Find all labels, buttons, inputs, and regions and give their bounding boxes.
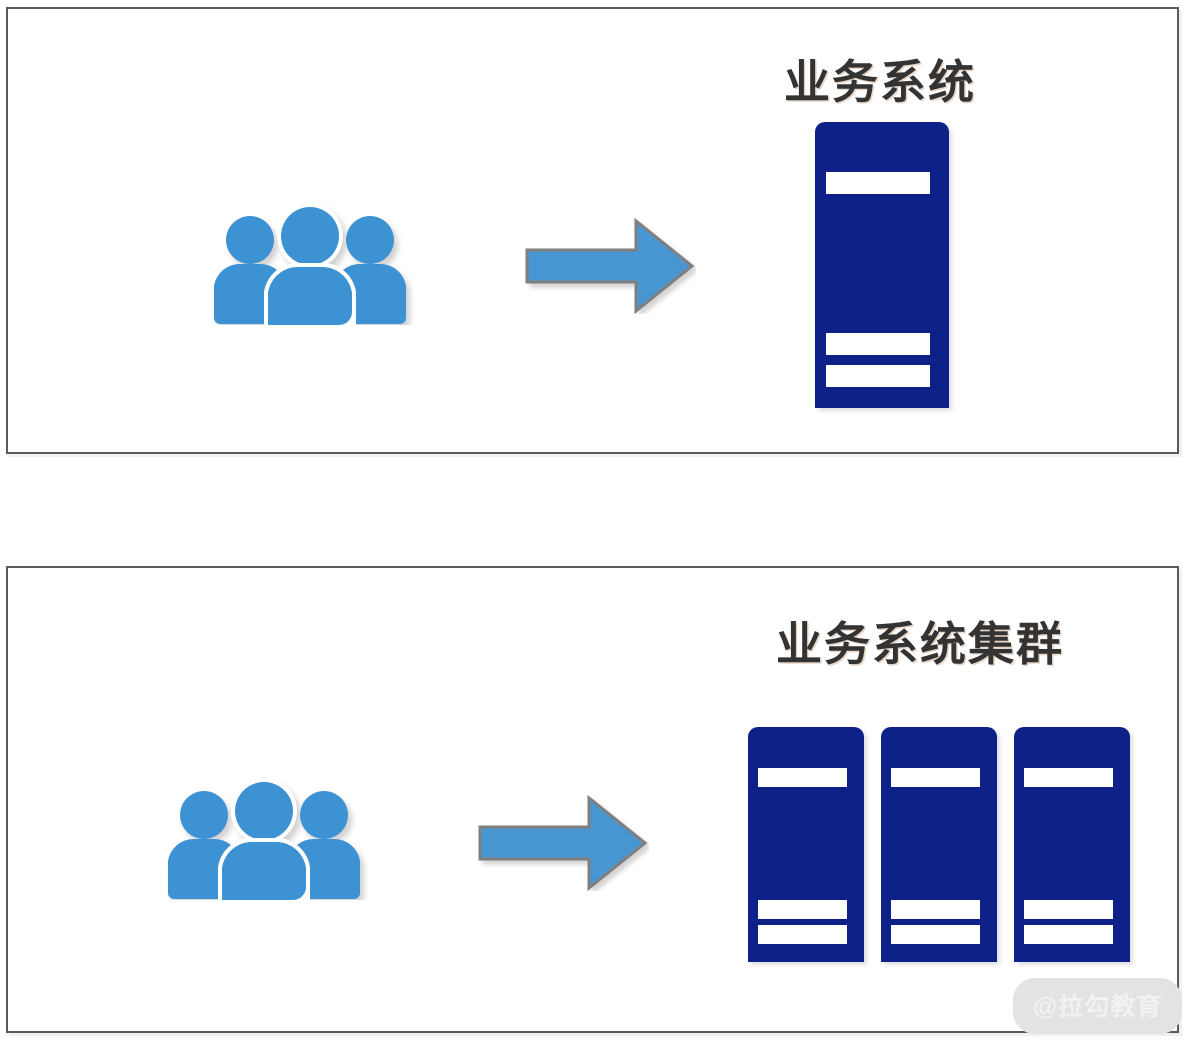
server-icon (1014, 727, 1130, 962)
server-bar-bottom (826, 364, 930, 387)
server-bar-top (1023, 768, 1114, 788)
server-bar-top (757, 768, 848, 788)
server-bar-middle (890, 899, 981, 919)
server-bar-middle (1023, 899, 1114, 919)
panel-single-server (6, 7, 1179, 454)
server-icon (881, 727, 997, 962)
panel-title-server-cluster: 业务系统集群 (776, 618, 1064, 670)
right-arrow-icon (524, 217, 696, 315)
server-cluster-group (748, 727, 1130, 962)
server-bar-middle (757, 899, 848, 919)
right-arrow-icon (477, 794, 649, 892)
server-bar-middle (826, 333, 930, 356)
people-group-icon (204, 200, 416, 325)
server-bar-bottom (757, 925, 848, 945)
server-bar-bottom (1023, 925, 1114, 945)
server-icon (815, 122, 949, 408)
server-bar-top (826, 172, 930, 195)
people-group-icon (158, 775, 370, 900)
panel-title-single-server: 业务系统 (784, 56, 976, 108)
server-bar-bottom (890, 925, 981, 945)
server-bar-top (890, 768, 981, 788)
watermark-badge: @拉勾教育 (1013, 978, 1183, 1034)
server-icon (748, 727, 864, 962)
